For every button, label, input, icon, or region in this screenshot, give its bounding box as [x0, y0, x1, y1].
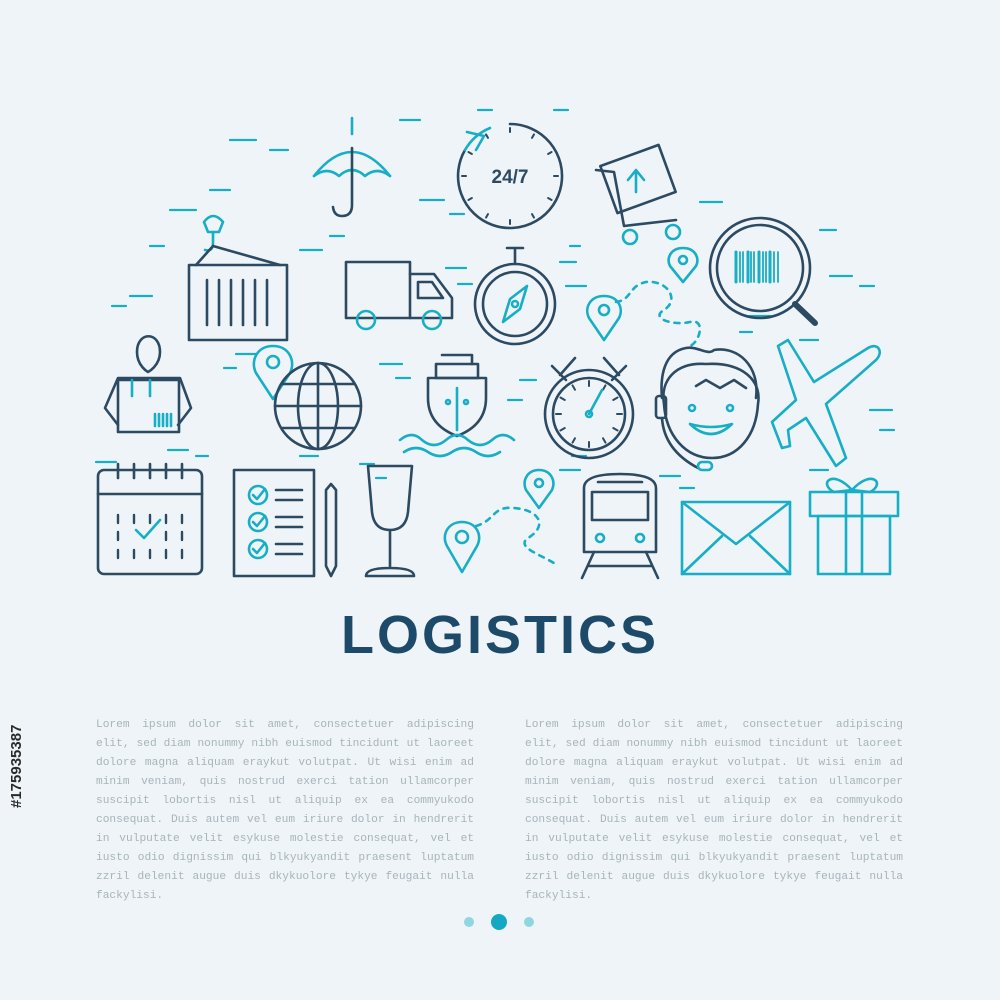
pagination-dots: [464, 912, 536, 932]
cargo-ship-icon: [398, 353, 516, 458]
stopwatch-icon: [543, 356, 635, 460]
stock-id-label: #175935387: [0, 725, 25, 1000]
barcode-magnifier-icon: [708, 216, 818, 326]
hand-truck-icon: [594, 143, 682, 246]
clock-24-7-icon: 24/7: [456, 122, 564, 230]
page-title: LOGISTICS: [340, 605, 659, 665]
route-map-icon: [443, 468, 560, 574]
pagination-dot[interactable]: [464, 917, 474, 927]
train-icon: [580, 472, 660, 580]
pagination-dot[interactable]: [524, 917, 534, 927]
decorative-dashes: [94, 108, 896, 490]
support-operator-icon: [654, 346, 760, 472]
cargo-container-icon: [187, 214, 289, 342]
checklist-icon: [232, 468, 338, 578]
gift-box-icon: [808, 477, 900, 576]
umbrella-icon: [312, 116, 392, 218]
courier-with-box-icon: [103, 335, 193, 434]
clock-label: 24/7: [492, 167, 529, 188]
airplane-icon: [770, 338, 881, 468]
stock-id-text: #175935387: [8, 724, 25, 808]
calendar-icon: [96, 462, 204, 576]
body-text-right: Lorem ipsum dolor sit amet, consectetuer…: [525, 719, 903, 902]
body-text-left: Lorem ipsum dolor sit amet, consectetuer…: [96, 719, 474, 902]
route-pins-icon: [585, 246, 702, 348]
compass-icon: [473, 246, 557, 346]
delivery-truck-icon: [344, 260, 454, 331]
location-globe-icon: [252, 344, 363, 451]
envelope-icon: [680, 500, 792, 576]
pagination-dot-active[interactable]: [491, 914, 507, 930]
fragile-glass-icon: [364, 464, 416, 578]
